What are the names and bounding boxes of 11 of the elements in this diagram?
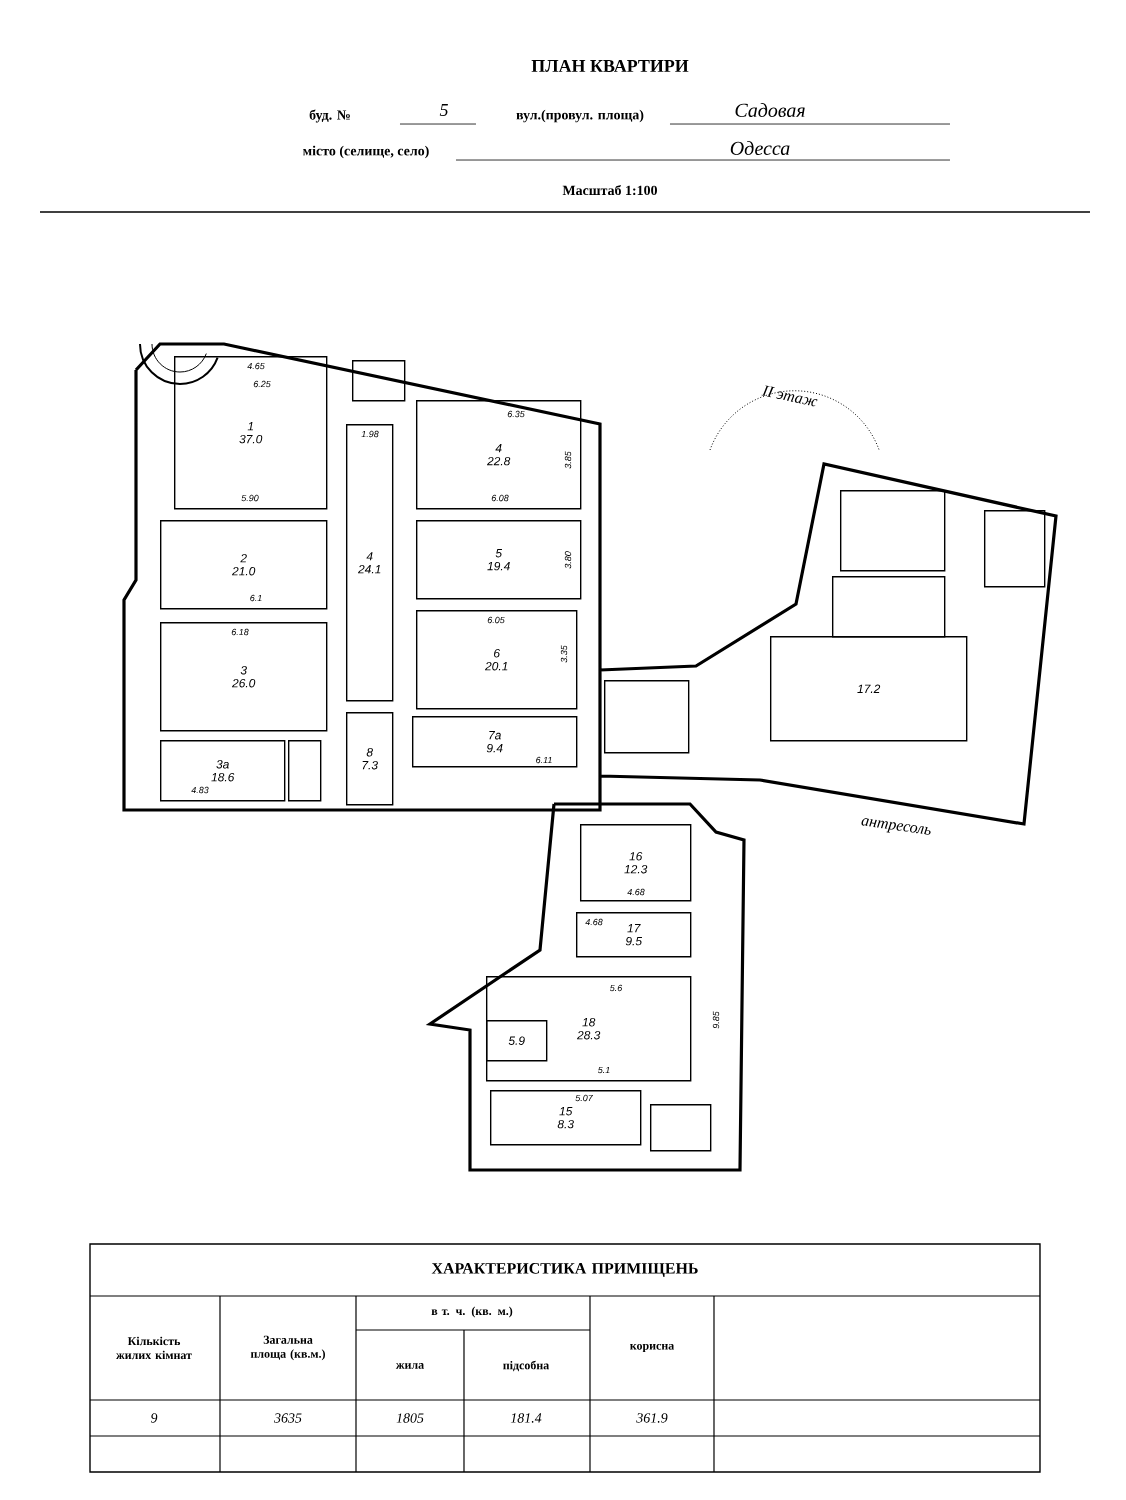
handwritten-entry: Садовая <box>735 103 805 118</box>
handwritten-entry: 5 <box>439 104 448 116</box>
room-outline <box>650 1104 712 1152</box>
room-outline <box>840 490 946 572</box>
room-outline <box>984 510 1046 588</box>
room-outline <box>832 576 946 638</box>
room-outline <box>604 680 690 754</box>
handwritten-entry: Одесса <box>730 141 790 156</box>
room-outline <box>352 360 406 402</box>
heading: ПЛАН КВАРТИРИ <box>531 60 689 73</box>
room-outline <box>288 740 322 802</box>
